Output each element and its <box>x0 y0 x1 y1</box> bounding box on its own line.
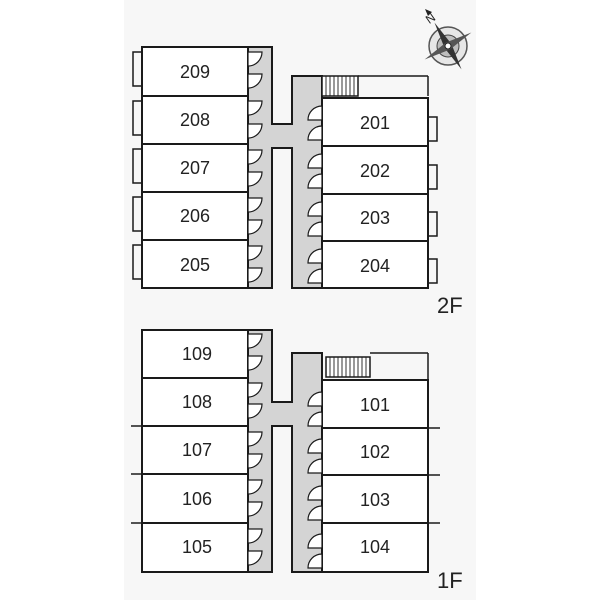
balconies-2f-left <box>132 51 142 280</box>
floor-2f-plan: 209 208 207 206 205 <box>132 46 463 318</box>
room-label: 102 <box>360 442 390 462</box>
room-label: 207 <box>180 158 210 178</box>
room-102: 102 <box>321 427 429 476</box>
doors-2f-right <box>307 105 323 284</box>
wall-ticks-1f-left <box>131 425 142 524</box>
room-105: 105 <box>141 522 249 573</box>
room-label: 203 <box>360 208 390 228</box>
room-203: 203 <box>321 193 429 242</box>
room-label: 206 <box>180 206 210 226</box>
room-208: 208 <box>141 95 249 145</box>
room-label: 108 <box>182 392 212 412</box>
room-label: 204 <box>360 256 390 276</box>
room-108: 108 <box>141 377 249 427</box>
room-202: 202 <box>321 145 429 195</box>
room-label: 107 <box>182 440 212 460</box>
compass-icon: N <box>423 9 472 70</box>
room-label: 109 <box>182 344 212 364</box>
staircase-1f <box>325 356 371 378</box>
room-101: 101 <box>321 379 429 429</box>
room-label: 209 <box>180 62 210 82</box>
room-107: 107 <box>141 425 249 475</box>
north-label: N <box>423 10 438 26</box>
room-label: 201 <box>360 113 390 133</box>
room-204: 204 <box>321 240 429 289</box>
north-arrow-icon <box>425 9 432 16</box>
wall-ticks-1f-right <box>428 427 440 524</box>
floor-label-1f: 1F <box>437 568 463 593</box>
staircase-2f <box>321 75 359 97</box>
room-label: 101 <box>360 395 390 415</box>
doors-1f-left <box>247 333 263 566</box>
room-label: 105 <box>182 537 212 557</box>
room-103: 103 <box>321 474 429 524</box>
room-104: 104 <box>321 522 429 573</box>
room-209: 209 <box>141 46 249 97</box>
room-201: 201 <box>321 97 429 147</box>
doors-1f-right <box>307 391 323 569</box>
room-label: 208 <box>180 110 210 130</box>
room-109: 109 <box>141 329 249 379</box>
floor-1f-plan: 109 108 107 106 105 <box>131 329 463 593</box>
balconies-2f-right <box>428 116 438 284</box>
floor-label-2f: 2F <box>437 293 463 318</box>
room-label: 202 <box>360 161 390 181</box>
room-207: 207 <box>141 143 249 193</box>
room-label: 104 <box>360 537 390 557</box>
room-206: 206 <box>141 191 249 241</box>
doors-2f-left <box>247 51 263 283</box>
room-106: 106 <box>141 473 249 524</box>
room-label: 103 <box>360 490 390 510</box>
room-label: 205 <box>180 255 210 275</box>
room-label: 106 <box>182 489 212 509</box>
room-205: 205 <box>141 239 249 289</box>
